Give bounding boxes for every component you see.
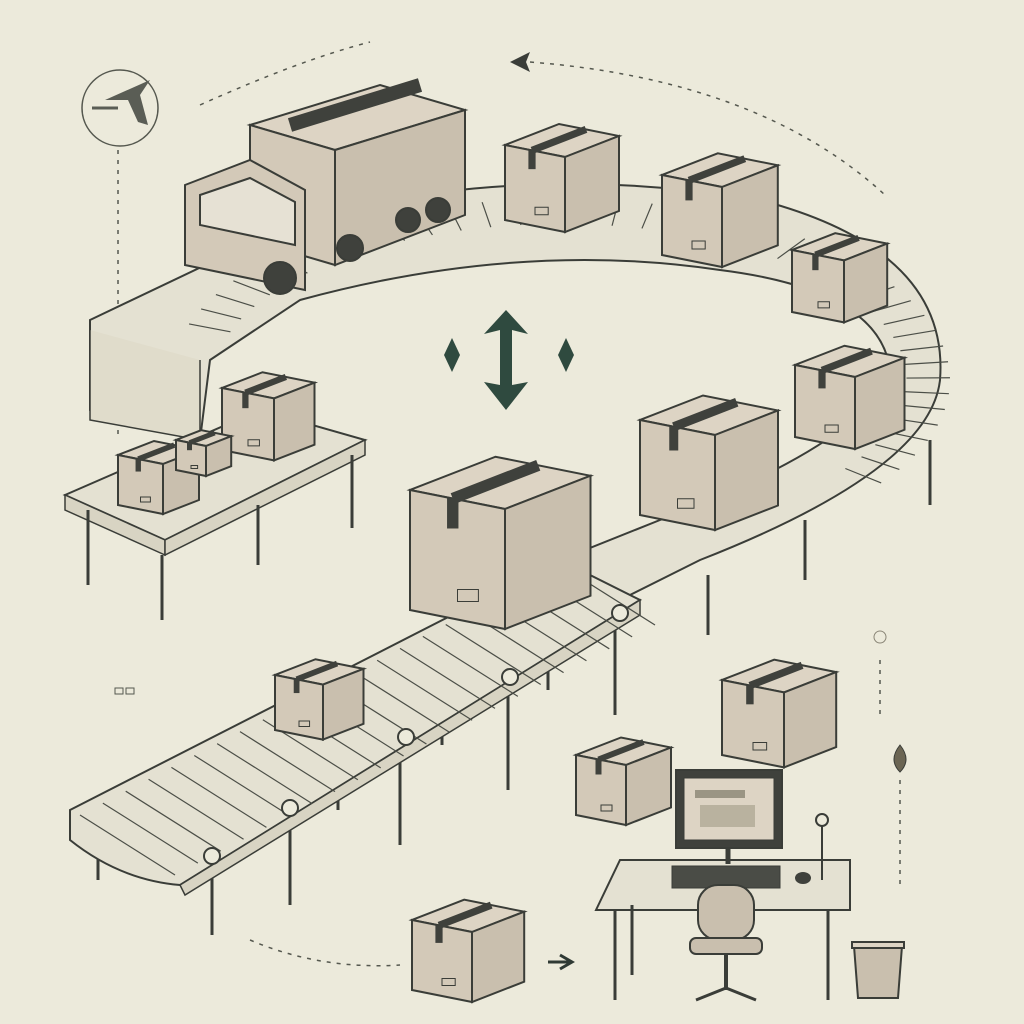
trash-bin [852,942,904,998]
desk-lamp [816,814,828,880]
belt-slat [171,767,266,827]
belt-roller [204,848,220,864]
belt-roller [398,729,414,745]
computer-monitor [676,770,782,864]
belt-slat [194,755,289,815]
belt-slat [217,744,312,804]
ramp [90,330,200,440]
belt-slat [893,330,935,337]
office-chair [690,885,762,1000]
cardboard-box [412,900,524,1002]
belt-slat [642,204,652,229]
belt-slat [201,309,241,319]
location-pin-icon [874,631,906,772]
belt-slat [482,202,491,227]
belt-slat [446,625,541,685]
belt-slat [240,732,335,792]
cardboard-box [505,124,619,232]
belt-slat [189,324,230,332]
box-label [692,241,705,249]
belt-roller [502,669,518,685]
belt-roller [612,605,628,621]
box-label [299,721,310,727]
box-label [535,207,548,215]
dashed-line-top-left [200,42,370,105]
small-marker-icon [115,688,134,694]
belt-slat [905,362,948,365]
belt-slat [875,445,915,456]
belt-slat [862,457,900,470]
belt-slat [845,468,881,482]
cardboard-box [576,738,671,826]
belt-slat [126,791,221,851]
belt-slat [400,648,495,708]
belt-slat [149,779,244,839]
airplane-icon [82,70,158,146]
cardboard-box [795,346,905,449]
box-label [601,805,612,811]
belt-roller [282,800,298,816]
belt-slat [354,672,449,732]
cardboard-box [722,660,836,768]
cardboard-box [222,372,315,460]
cardboard-box [176,430,231,476]
box-label [248,440,259,446]
dashed-line-top-right [530,62,885,195]
box-label [818,302,829,308]
belt-slat [216,295,254,307]
box-label [753,742,767,750]
box-label [825,425,838,432]
cardboard-box [640,396,778,531]
box-label [678,499,695,509]
arrow-left-icon [510,52,530,72]
box-label [191,466,198,469]
belt-slat [777,239,804,259]
cardboard-box [410,457,591,629]
belt-slat [900,346,943,351]
belt-slat [906,392,949,394]
vertical-double-arrow-icon [444,310,574,410]
belt-slat [233,281,269,295]
box-label [141,497,151,502]
mouse [795,872,811,884]
belt-slat [80,815,175,875]
box-label [442,979,455,986]
belt-slat [423,636,518,696]
cardboard-box [662,153,778,267]
delivery-truck [185,85,465,294]
belt-slat [902,405,945,409]
belt-slat [884,315,925,324]
cardboard-box [792,233,887,322]
belt-slat [377,660,472,720]
cardboard-box [275,659,364,739]
arrow-right-icon [548,955,572,969]
belt-slat [103,803,198,863]
box-label [458,590,479,602]
